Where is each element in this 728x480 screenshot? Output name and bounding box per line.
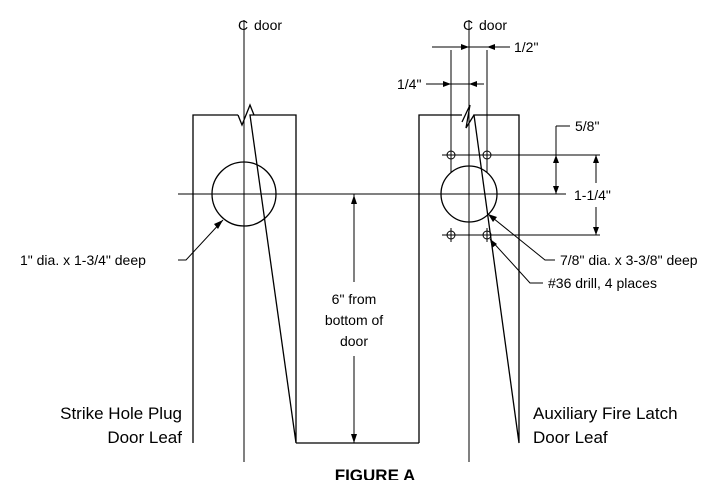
- right-leaf-label-line1: Auxiliary Fire Latch: [533, 404, 678, 423]
- right-door-leaf: [418, 38, 600, 462]
- figure-title: FIGURE A: [335, 466, 416, 480]
- five-eighths-dimension: 5/8": [497, 118, 599, 195]
- plug-hole-text: 1" dia. x 1-3/4" deep: [20, 252, 146, 268]
- left-leaf-label-line1: Strike Hole Plug: [60, 404, 182, 423]
- one-and-quarter-label: 1-1/4": [574, 187, 611, 203]
- right-leaf-label-line2: Door Leaf: [533, 428, 608, 447]
- right-leaf-outline: [418, 114, 520, 444]
- drill-holes: [442, 148, 600, 242]
- latch-leader: [487, 213, 555, 261]
- left-cl-label: C door: [238, 17, 282, 38]
- right-break-symbol: [461, 104, 475, 129]
- one-and-quarter-dimension: 1-1/4": [574, 155, 611, 235]
- left-cl-symbol: C: [238, 17, 248, 33]
- plug-leader: [178, 219, 224, 261]
- latch-hole-text: 7/8" dia. x 3-3/8" deep: [560, 252, 698, 268]
- left-break-symbol: [237, 103, 255, 127]
- five-eighths-arrow-top: [553, 155, 559, 163]
- height-label-line1: 6" from: [332, 291, 377, 307]
- height-label-line3: door: [340, 333, 368, 349]
- height-dimension: 6" from bottom of door: [325, 194, 383, 443]
- right-cl-label: C door: [463, 17, 507, 38]
- five-eighths-label: 5/8": [575, 118, 599, 134]
- height-label-line2: bottom of: [325, 312, 383, 328]
- drill-holes-text: #36 drill, 4 places: [548, 275, 657, 291]
- left-door-leaf: [192, 38, 297, 462]
- half-arrow-right: [487, 44, 495, 50]
- quarter-arrow-right: [469, 81, 477, 87]
- quarter-arrow-left: [443, 81, 451, 87]
- height-arrow-bottom: [351, 434, 357, 443]
- one-quarter-arrow-bottom: [593, 227, 599, 235]
- drill-leader: [489, 238, 543, 284]
- left-leaf-label-line2: Door Leaf: [107, 428, 182, 447]
- plug-hole-callout: 1" dia. x 1-3/4" deep: [20, 219, 224, 268]
- right-cl-text: door: [479, 17, 507, 33]
- half-inch-label: 1/2": [514, 39, 538, 55]
- left-cl-text: door: [254, 17, 282, 33]
- half-inch-dimension: 1/2": [432, 39, 538, 55]
- quarter-inch-dimension: 1/4": [397, 76, 484, 92]
- latch-leader-arrow: [488, 214, 497, 222]
- drill-holes-callout: #36 drill, 4 places: [489, 238, 657, 291]
- drill-leader-arrow: [490, 239, 497, 248]
- latch-hole-callout: 7/8" dia. x 3-3/8" deep: [487, 213, 698, 268]
- height-arrow-top: [351, 195, 357, 204]
- five-eighths-arrow-bottom: [553, 186, 559, 194]
- half-arrow-left: [461, 44, 469, 50]
- left-leaf-outline: [192, 114, 297, 444]
- quarter-inch-label: 1/4": [397, 76, 421, 92]
- right-cl-symbol: C: [463, 17, 473, 33]
- one-quarter-arrow-top: [593, 155, 599, 163]
- plug-leader-arrow: [214, 220, 223, 229]
